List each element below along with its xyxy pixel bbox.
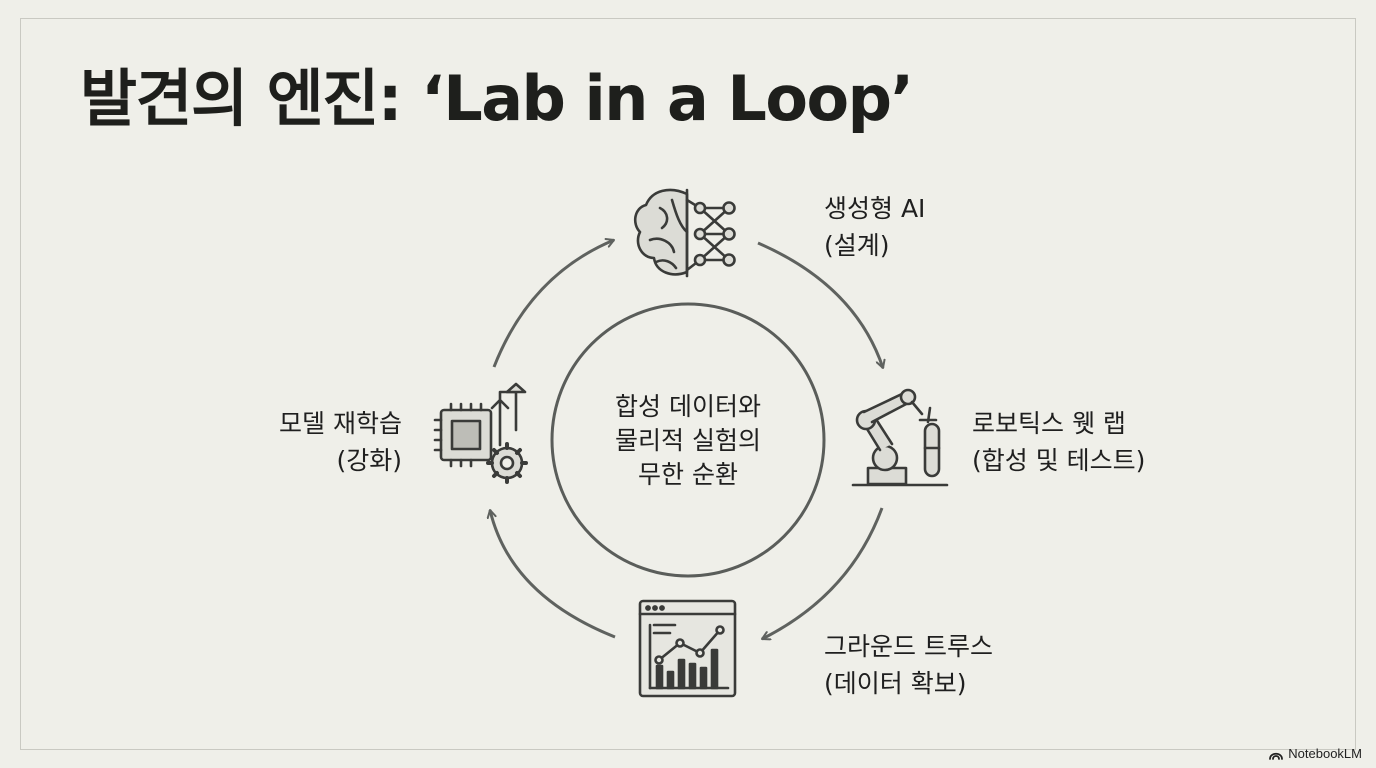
brand-label: NotebookLM — [1288, 746, 1362, 761]
node-wetlab-line1: 로보틱스 웻 랩 — [972, 409, 1126, 438]
center-line3: 무한 순환 — [638, 460, 738, 489]
notebooklm-icon — [1269, 752, 1284, 760]
robot-arm-icon — [851, 388, 949, 487]
arrow-retrain-to-design — [492, 240, 614, 368]
center-circle — [550, 302, 826, 578]
node-design-label: 생성형 AI (설계) — [824, 190, 925, 264]
node-ground-truth-line1: 그라운드 트루스 — [824, 632, 993, 661]
node-retrain-line2: (강화) — [336, 446, 402, 475]
center-line2: 물리적 실험의 — [615, 426, 761, 455]
node-retrain-line1: 모델 재학습 — [279, 409, 402, 438]
node-ground-truth-label: 그라운드 트루스 (데이터 확보) — [824, 628, 993, 702]
node-design-line1: 생성형 AI — [824, 194, 926, 223]
arrow-groundtruth-to-retrain — [490, 510, 616, 639]
chart-dashboard-icon — [638, 599, 737, 698]
brain-network-icon — [633, 188, 736, 278]
notebooklm-badge: NotebookLM — [1268, 746, 1362, 761]
slide-title: 발견의 엔진: ‘Lab in a Loop’ — [80, 62, 914, 135]
node-wetlab-line2: (합성 및 테스트) — [972, 446, 1146, 475]
node-retrain-label: 모델 재학습 (강화) — [260, 405, 402, 479]
slide-frame — [20, 18, 1356, 750]
chip-gear-icon — [433, 382, 528, 484]
center-caption: 합성 데이터와 물리적 실험의 무한 순환 — [554, 390, 822, 492]
node-wetlab-label: 로보틱스 웻 랩 (합성 및 테스트) — [972, 405, 1145, 479]
center-line1: 합성 데이터와 — [615, 392, 761, 421]
node-design-line2: (설계) — [824, 231, 890, 260]
node-ground-truth-line2: (데이터 확보) — [824, 669, 967, 698]
arrow-design-to-wetlab — [757, 241, 883, 368]
arrow-wetlab-to-groundtruth — [762, 507, 884, 639]
